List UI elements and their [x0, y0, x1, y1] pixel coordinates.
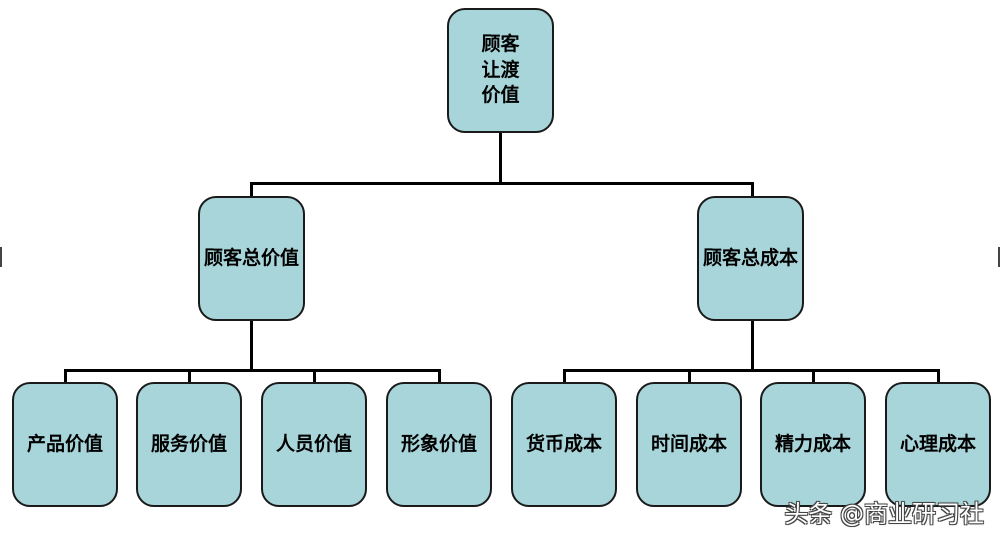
branch-node-total-cost-label: 顾客总成本 — [702, 246, 798, 269]
leaf-node-time-cost: 时间成本 — [636, 382, 742, 507]
connector-leaf-4-up — [438, 369, 441, 383]
leaf-node-psychological-cost: 心理成本 — [885, 382, 991, 507]
leaf-node-image-value: 形象价值 — [386, 382, 492, 507]
branch-node-total-value-label: 顾客总价值 — [203, 246, 299, 269]
root-node: 顾客让渡价值 — [447, 8, 554, 133]
left-edge-mark — [0, 247, 2, 267]
leaf-node-label: 形象价值 — [400, 432, 477, 455]
connector-right-leaves-bar — [563, 369, 940, 372]
connector-leaf-3-up — [313, 369, 316, 383]
connector-right-branch-down — [751, 319, 754, 371]
connector-leaf-7-up — [812, 369, 815, 383]
connector-left-branch-up — [250, 182, 253, 199]
connector-leaf-8-up — [937, 369, 940, 383]
leaf-node-monetary-cost: 货币成本 — [511, 382, 617, 507]
leaf-node-label: 人员价值 — [275, 432, 352, 455]
connector-left-branch-down — [250, 319, 253, 371]
leaf-node-product-value: 产品价值 — [12, 382, 118, 507]
leaf-node-label: 时间成本 — [650, 432, 727, 455]
leaf-node-label: 货币成本 — [525, 432, 602, 455]
watermark-text: 头条 @商业研习社 — [784, 500, 984, 528]
connector-leaf-1-up — [64, 369, 67, 383]
leaf-node-label: 精力成本 — [774, 432, 851, 455]
root-node-label: 顾客让渡价值 — [481, 33, 520, 107]
connector-left-leaves-bar — [64, 369, 441, 372]
leaf-node-personnel-value: 人员价值 — [261, 382, 367, 507]
branch-node-total-value: 顾客总价值 — [198, 196, 305, 321]
leaf-node-service-value: 服务价值 — [136, 382, 242, 507]
connector-leaf-2-up — [188, 369, 191, 383]
connector-leaf-6-up — [688, 369, 691, 383]
leaf-node-energy-cost: 精力成本 — [760, 382, 866, 507]
leaf-node-label: 产品价值 — [26, 432, 103, 455]
leaf-node-label: 服务价值 — [150, 432, 227, 455]
branch-node-total-cost: 顾客总成本 — [697, 196, 804, 321]
right-edge-mark — [998, 247, 1000, 267]
connector-right-branch-up — [751, 182, 754, 199]
connector-leaf-5-up — [563, 369, 566, 383]
connector-root-down — [499, 132, 502, 184]
connector-level1-bar — [250, 182, 754, 185]
leaf-node-label: 心理成本 — [899, 432, 976, 455]
